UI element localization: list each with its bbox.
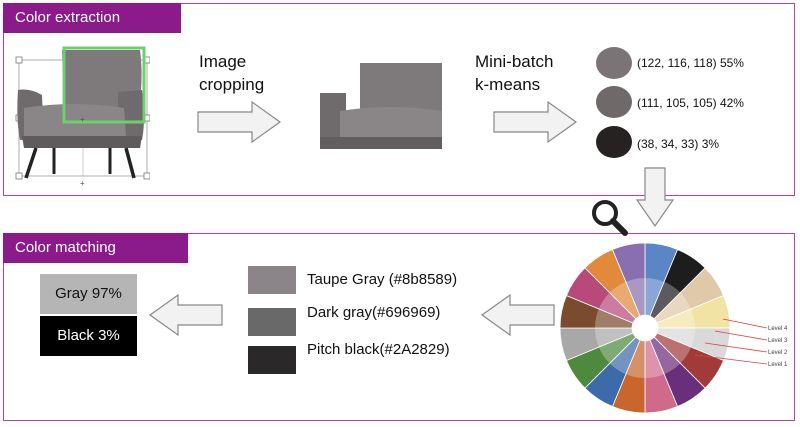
cluster-3-label: (38, 34, 33) 3% bbox=[637, 137, 720, 151]
cluster-2-dot bbox=[596, 86, 632, 118]
image-cropping-line1: Image bbox=[199, 52, 247, 71]
color-wheel-inner-ring bbox=[609, 281, 641, 319]
svg-text:+: + bbox=[80, 179, 85, 188]
color-wheel-levels: Level 4 Level 3 Level 2 Level 1 bbox=[694, 318, 788, 368]
kmeans-label: Mini-batch k-means bbox=[475, 50, 553, 96]
color-wheel-sectors bbox=[559, 242, 731, 414]
arrow-right-icon bbox=[197, 100, 282, 144]
kmeans-line1: Mini-batch bbox=[475, 52, 554, 71]
swatch-taupe-gray-label: Taupe Gray (#8b8589) bbox=[307, 271, 458, 288]
arrow-right-icon bbox=[493, 100, 578, 144]
cluster-1-label: (122, 116, 118) 55% bbox=[637, 56, 744, 70]
arrow-left-icon bbox=[480, 293, 555, 337]
result-black: Black 3% bbox=[40, 316, 137, 356]
color-matching-panel bbox=[3, 233, 795, 421]
cropped-chair-image bbox=[320, 63, 442, 149]
chair-image: + + bbox=[15, 46, 150, 188]
magnifier-icon bbox=[592, 200, 628, 236]
cluster-1-dot bbox=[596, 47, 632, 79]
swatch-pitch-black-label: Pitch black(#2A2829) bbox=[307, 341, 450, 358]
color-wheel-inner-ring bbox=[609, 337, 641, 375]
color-wheel-inner-ring bbox=[654, 292, 692, 324]
color-wheel-inner-ring bbox=[595, 308, 633, 328]
color-wheel-inner-ring bbox=[657, 328, 695, 348]
swatch-dark-gray-label: Dark gray(#696969) bbox=[307, 304, 441, 321]
arrow-down-icon bbox=[635, 167, 675, 228]
cluster-2-label: (111, 105, 105) 42% bbox=[637, 96, 744, 110]
swatch-dark-gray bbox=[248, 308, 296, 336]
arrow-left-icon bbox=[148, 293, 223, 337]
color-extraction-panel bbox=[3, 3, 795, 196]
cluster-3-dot bbox=[596, 126, 632, 158]
color-wheel-inner-ring bbox=[657, 308, 695, 328]
kmeans-line2: k-means bbox=[475, 75, 541, 94]
swatch-pitch-black bbox=[248, 346, 296, 374]
color-wheel-inner-ring bbox=[625, 278, 645, 316]
swatch-taupe-gray bbox=[248, 266, 296, 294]
svg-text:+: + bbox=[80, 115, 85, 124]
color-wheel-inner-ring bbox=[645, 340, 665, 378]
color-wheel-inner-ring bbox=[595, 328, 633, 348]
color-wheel-inner-ring bbox=[625, 340, 645, 378]
image-cropping-line2: cropping bbox=[199, 75, 265, 94]
color-wheel-inner-ring bbox=[645, 278, 665, 316]
color-wheel-inner-ring bbox=[649, 337, 681, 375]
color-extraction-tag: Color extraction bbox=[3, 3, 181, 33]
image-cropping-label: Image cropping bbox=[199, 50, 264, 96]
result-gray: Gray 97% bbox=[40, 274, 137, 314]
level-1-label: Level 1 bbox=[768, 362, 788, 368]
color-wheel: Level 4 Level 3 Level 2 Level 1 bbox=[559, 242, 788, 414]
color-matching-tag: Color matching bbox=[3, 233, 188, 263]
level-4-label: Level 4 bbox=[768, 326, 788, 332]
level-3-label: Level 3 bbox=[768, 338, 788, 344]
level-2-label: Level 2 bbox=[768, 350, 788, 356]
color-wheel-inner-ring bbox=[598, 292, 636, 324]
color-wheel-inner-ring bbox=[649, 281, 681, 319]
color-wheel-inner-ring bbox=[598, 332, 636, 364]
color-wheel-inner-ring bbox=[654, 332, 692, 364]
color-wheel-hub bbox=[632, 315, 658, 341]
